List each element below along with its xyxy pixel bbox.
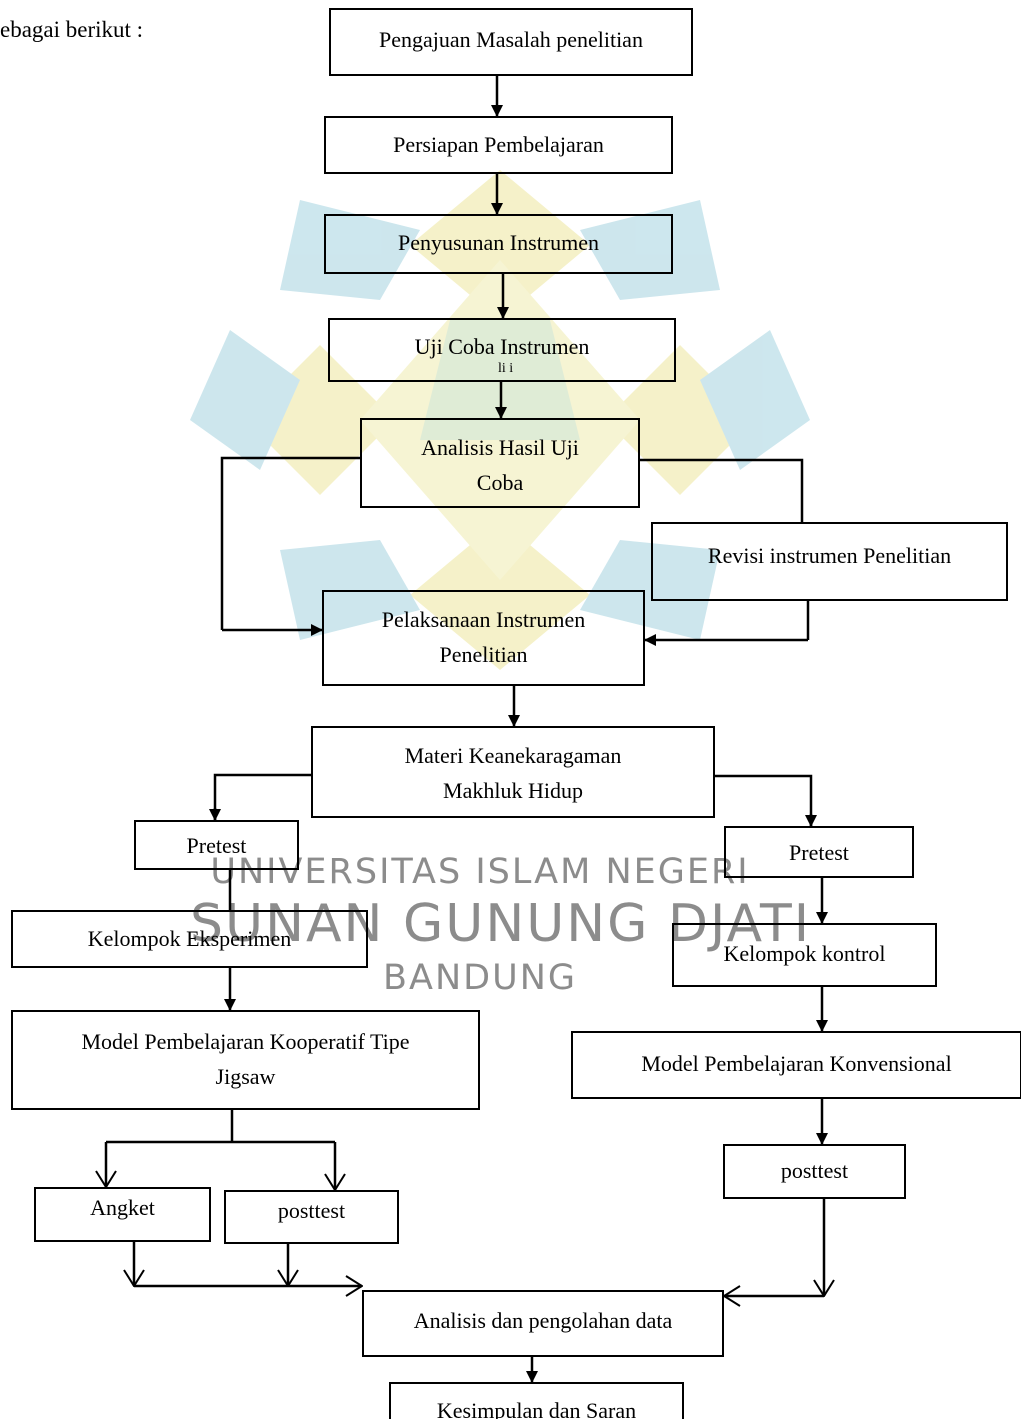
step-pretest-left-label: Pretest xyxy=(186,833,247,858)
step-materi-label-2: Makhluk Hidup xyxy=(443,778,583,803)
step-kesimpulan-saran: Kesimpulan dan Saran xyxy=(389,1382,684,1419)
step-uji-coba-instrumen: Uji Coba Instrumen xyxy=(328,318,676,382)
stray-text: li i xyxy=(498,361,514,376)
step-kelompok-kontrol-label: Kelompok kontrol xyxy=(723,941,886,966)
step-kesimpulan-label: Kesimpulan dan Saran xyxy=(436,1398,637,1419)
step-posttest-eksperimen: posttest xyxy=(224,1190,399,1244)
step-revisi-instrumen: Revisi instrumen Penelitian xyxy=(651,522,1008,601)
step-model-jigsaw-label-1: Model Pembelajaran Kooperatif Tipe xyxy=(81,1029,410,1054)
step-angket-label: Angket xyxy=(90,1195,155,1220)
step-pretest-kontrol: Pretest xyxy=(724,826,914,878)
step-pengajuan-label: Pengajuan Masalah penelitian xyxy=(379,27,643,52)
step-kelompok-eksperimen: Kelompok Eksperimen xyxy=(11,910,368,968)
watermark-text-line-3: BANDUNG xyxy=(382,958,577,998)
step-materi-label-1: Materi Keanekaragaman xyxy=(404,743,622,768)
step-analisis-data-label: Analisis dan pengolahan data xyxy=(413,1308,673,1333)
step-pengajuan-masalah: Pengajuan Masalah penelitian xyxy=(329,8,693,76)
step-pelaksanaan-label-1: Pelaksanaan Instrumen xyxy=(381,607,586,632)
step-persiapan-label: Persiapan Pembelajaran xyxy=(393,132,604,157)
step-analisis-hasil-uji-coba: Analisis Hasil Uji Coba xyxy=(360,418,640,508)
step-analisis-uji-label-1: Analisis Hasil Uji xyxy=(421,435,579,460)
step-penyusunan-label: Penyusunan Instrumen xyxy=(397,230,600,255)
step-pretest-right-label: Pretest xyxy=(789,840,849,865)
step-kelompok-eksperimen-label: Kelompok Eksperimen xyxy=(87,926,292,951)
step-uji-coba-label: Uji Coba Instrumen xyxy=(414,334,590,359)
step-penyusunan-instrumen: Penyusunan Instrumen xyxy=(324,214,673,274)
step-angket: Angket xyxy=(34,1187,211,1242)
step-posttest-left-label: posttest xyxy=(277,1198,346,1223)
step-posttest-kontrol: posttest xyxy=(723,1144,906,1199)
step-persiapan-pembelajaran: Persiapan Pembelajaran xyxy=(324,116,673,174)
watermark-text-line-1: UNIVERSITAS ISLAM NEGERI xyxy=(210,852,750,892)
step-model-jigsaw-label-2: Jigsaw xyxy=(215,1064,276,1089)
step-pelaksanaan-label-2: Penelitian xyxy=(439,642,528,667)
step-model-konvensional: Model Pembelajaran Konvensional xyxy=(571,1031,1021,1099)
step-kelompok-kontrol: Kelompok kontrol xyxy=(672,923,937,987)
step-materi-keanekaragaman: Materi Keanekaragaman Makhluk Hidup xyxy=(311,726,715,818)
step-analisis-uji-label-2: Coba xyxy=(476,470,524,495)
intro-text: ebagai berikut : xyxy=(0,17,144,42)
step-posttest-right-label: posttest xyxy=(780,1158,849,1183)
step-analisis-pengolahan-data: Analisis dan pengolahan data xyxy=(362,1290,724,1357)
step-model-konvensional-label: Model Pembelajaran Konvensional xyxy=(641,1051,952,1076)
step-revisi-label: Revisi instrumen Penelitian xyxy=(707,543,952,568)
step-pretest-eksperimen: Pretest xyxy=(134,820,299,870)
step-model-jigsaw: Model Pembelajaran Kooperatif Tipe Jigsa… xyxy=(11,1010,480,1110)
step-pelaksanaan-instrumen: Pelaksanaan Instrumen Penelitian xyxy=(322,590,645,686)
